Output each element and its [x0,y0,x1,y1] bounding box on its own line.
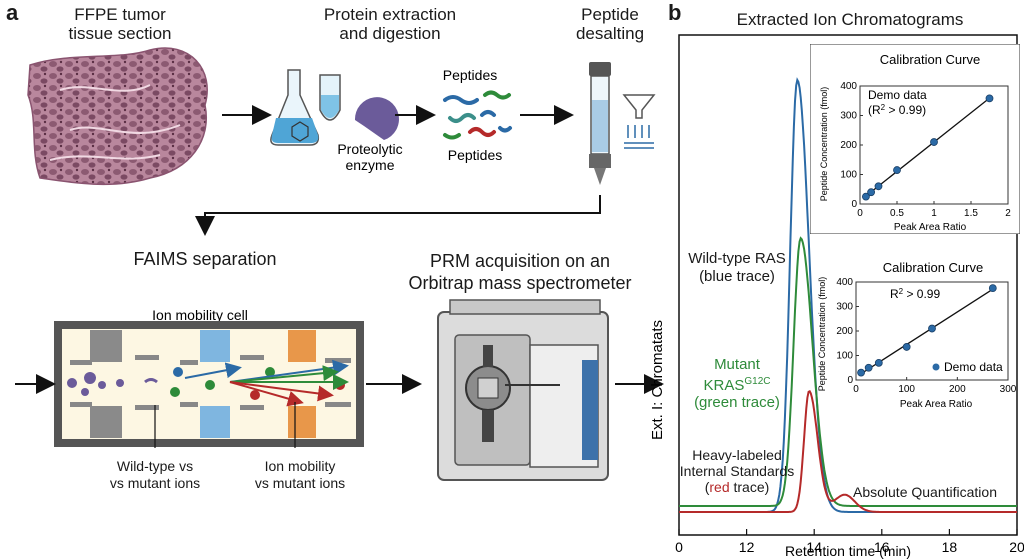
cal1Axes-point [930,138,938,146]
chromatogram-title: Extracted Ion Chromatograms [736,10,964,29]
cal2Axes-y-tick-label: 400 [836,277,853,288]
absolute-quant-label: Absolute Quantification [853,484,997,500]
panel-a-diagram: Proteolytic enzyme Peptides Peptides Ion… [15,47,664,481]
cal1Axes-y-tick-label: 0 [851,199,857,210]
cal1Axes-y-tick-label: 200 [840,140,857,151]
funnel-icon [622,94,656,149]
cal2Axes-point [874,358,883,367]
mass-spectrometer-icon [437,299,609,481]
cal2-legend: Demo data [944,360,1003,374]
cal2Axes-y-tick-label: 200 [836,326,853,337]
faims-title: FAIMS separation [133,249,277,269]
cal1-xlabel: Peak Area Ratio [894,222,967,233]
chrom-x-tick-label: 16 [874,539,890,555]
trace-heavy [679,389,1017,513]
trace-mutant [679,236,1017,507]
panel-letter-a: a [6,0,19,25]
cal2Axes-x-tick-label: 300 [1000,384,1017,395]
flask-icon [270,69,320,146]
cal1Axes-point [893,166,901,174]
chromatogram-xlabel: Retention time (min) [785,543,911,559]
cal2-legend-marker [932,363,940,371]
cal2Axes-point [857,368,865,377]
cal1Axes-point [867,188,875,197]
cal2Axes-point [928,324,936,333]
cal1-r2: (R2 > 0.99) [868,103,926,117]
cal2Axes-point [864,363,873,372]
cal2Axes-y-tick-label: 0 [847,375,853,386]
cal2Axes-y-tick-label: 300 [836,302,853,313]
cal2Axes-x-tick-label: 100 [898,384,915,395]
faims-cell [54,321,364,447]
cal1-ylabel: Peptide Concentration (fmol) [819,87,829,202]
calibration-inset-1: Calibration Curve 0 0.5 1 1.5 2 0 100 200 300 400… [810,44,1020,234]
desalting-column-icon [589,62,611,185]
cal2Axes-x-tick-label: 0 [853,384,859,395]
tube-icon [319,74,341,121]
tissue-section-icon [27,47,208,186]
cal1Axes-fit-line [865,97,990,197]
chrom-x-tick-label: 14 [806,539,822,555]
chromatogram-ylabel: Ext. I: Chromatats [649,320,666,440]
chrom-x-tick-label: 20 [1009,539,1024,555]
cal1-title: Calibration Curve [880,52,980,67]
calibration-inset-2: Calibration Curve 0 100 200 300 0 100 200 300 40… [817,260,1017,410]
chrom-x-tick-label: 12 [739,539,755,555]
cal2-title: Calibration Curve [883,260,983,275]
cal1Axes-point [874,182,883,191]
panel-letter-b: b [668,0,682,25]
cal1Axes-x-tick-label: 2 [1005,208,1011,219]
return-arrow [195,195,601,236]
cal1Axes-y-tick-label: 400 [840,81,857,92]
enzyme-label-2: enzyme [345,157,394,173]
cal1Axes-point [862,192,870,201]
cal1Axes-x-tick-label: 1 [931,208,937,219]
cal1Axes-point [985,94,994,103]
enzyme-icon [354,97,399,140]
cal2Axes-y-tick-label: 100 [836,351,853,362]
cal2-ylabel: Peptide Concentration (fmol) [817,277,827,392]
cal1Axes-y-tick-label: 100 [840,170,857,181]
chrom-x-tick-label: 0 [675,539,683,555]
cal1Axes-x-tick-label: 1.5 [964,208,978,219]
cal1Axes-x-tick-label: 0 [857,208,863,219]
chromatogram-frame [678,34,1018,536]
peptides-icon [443,90,512,140]
cal1Axes-y-tick-label: 300 [840,111,857,122]
enzyme-label-1: Proteolytic [337,141,402,157]
cal2Axes-point [988,284,997,293]
chrom-x-tick-label: 18 [942,539,958,555]
cal2Axes-x-tick-label: 200 [949,384,966,395]
peptides-label-top: Peptides [443,67,497,83]
cal2Axes-point [902,343,911,351]
cal1Axes-x-tick-label: 0.5 [890,208,904,219]
ion-cell-label: Ion mobility cell [152,307,248,323]
mutant-label: Mutant KRASG12C (green trace) [694,356,780,411]
cal2-xlabel: Peak Area Ratio [900,399,973,410]
cal2Axes-fit-line [860,288,994,375]
wild-type-label: Wild-type RAS(blue trace) [688,250,786,285]
cal1-annotation: Demo data [868,88,927,102]
cal2-r2: R2 > 0.99 [890,287,940,301]
peptides-label-bottom: Peptides [448,147,502,163]
